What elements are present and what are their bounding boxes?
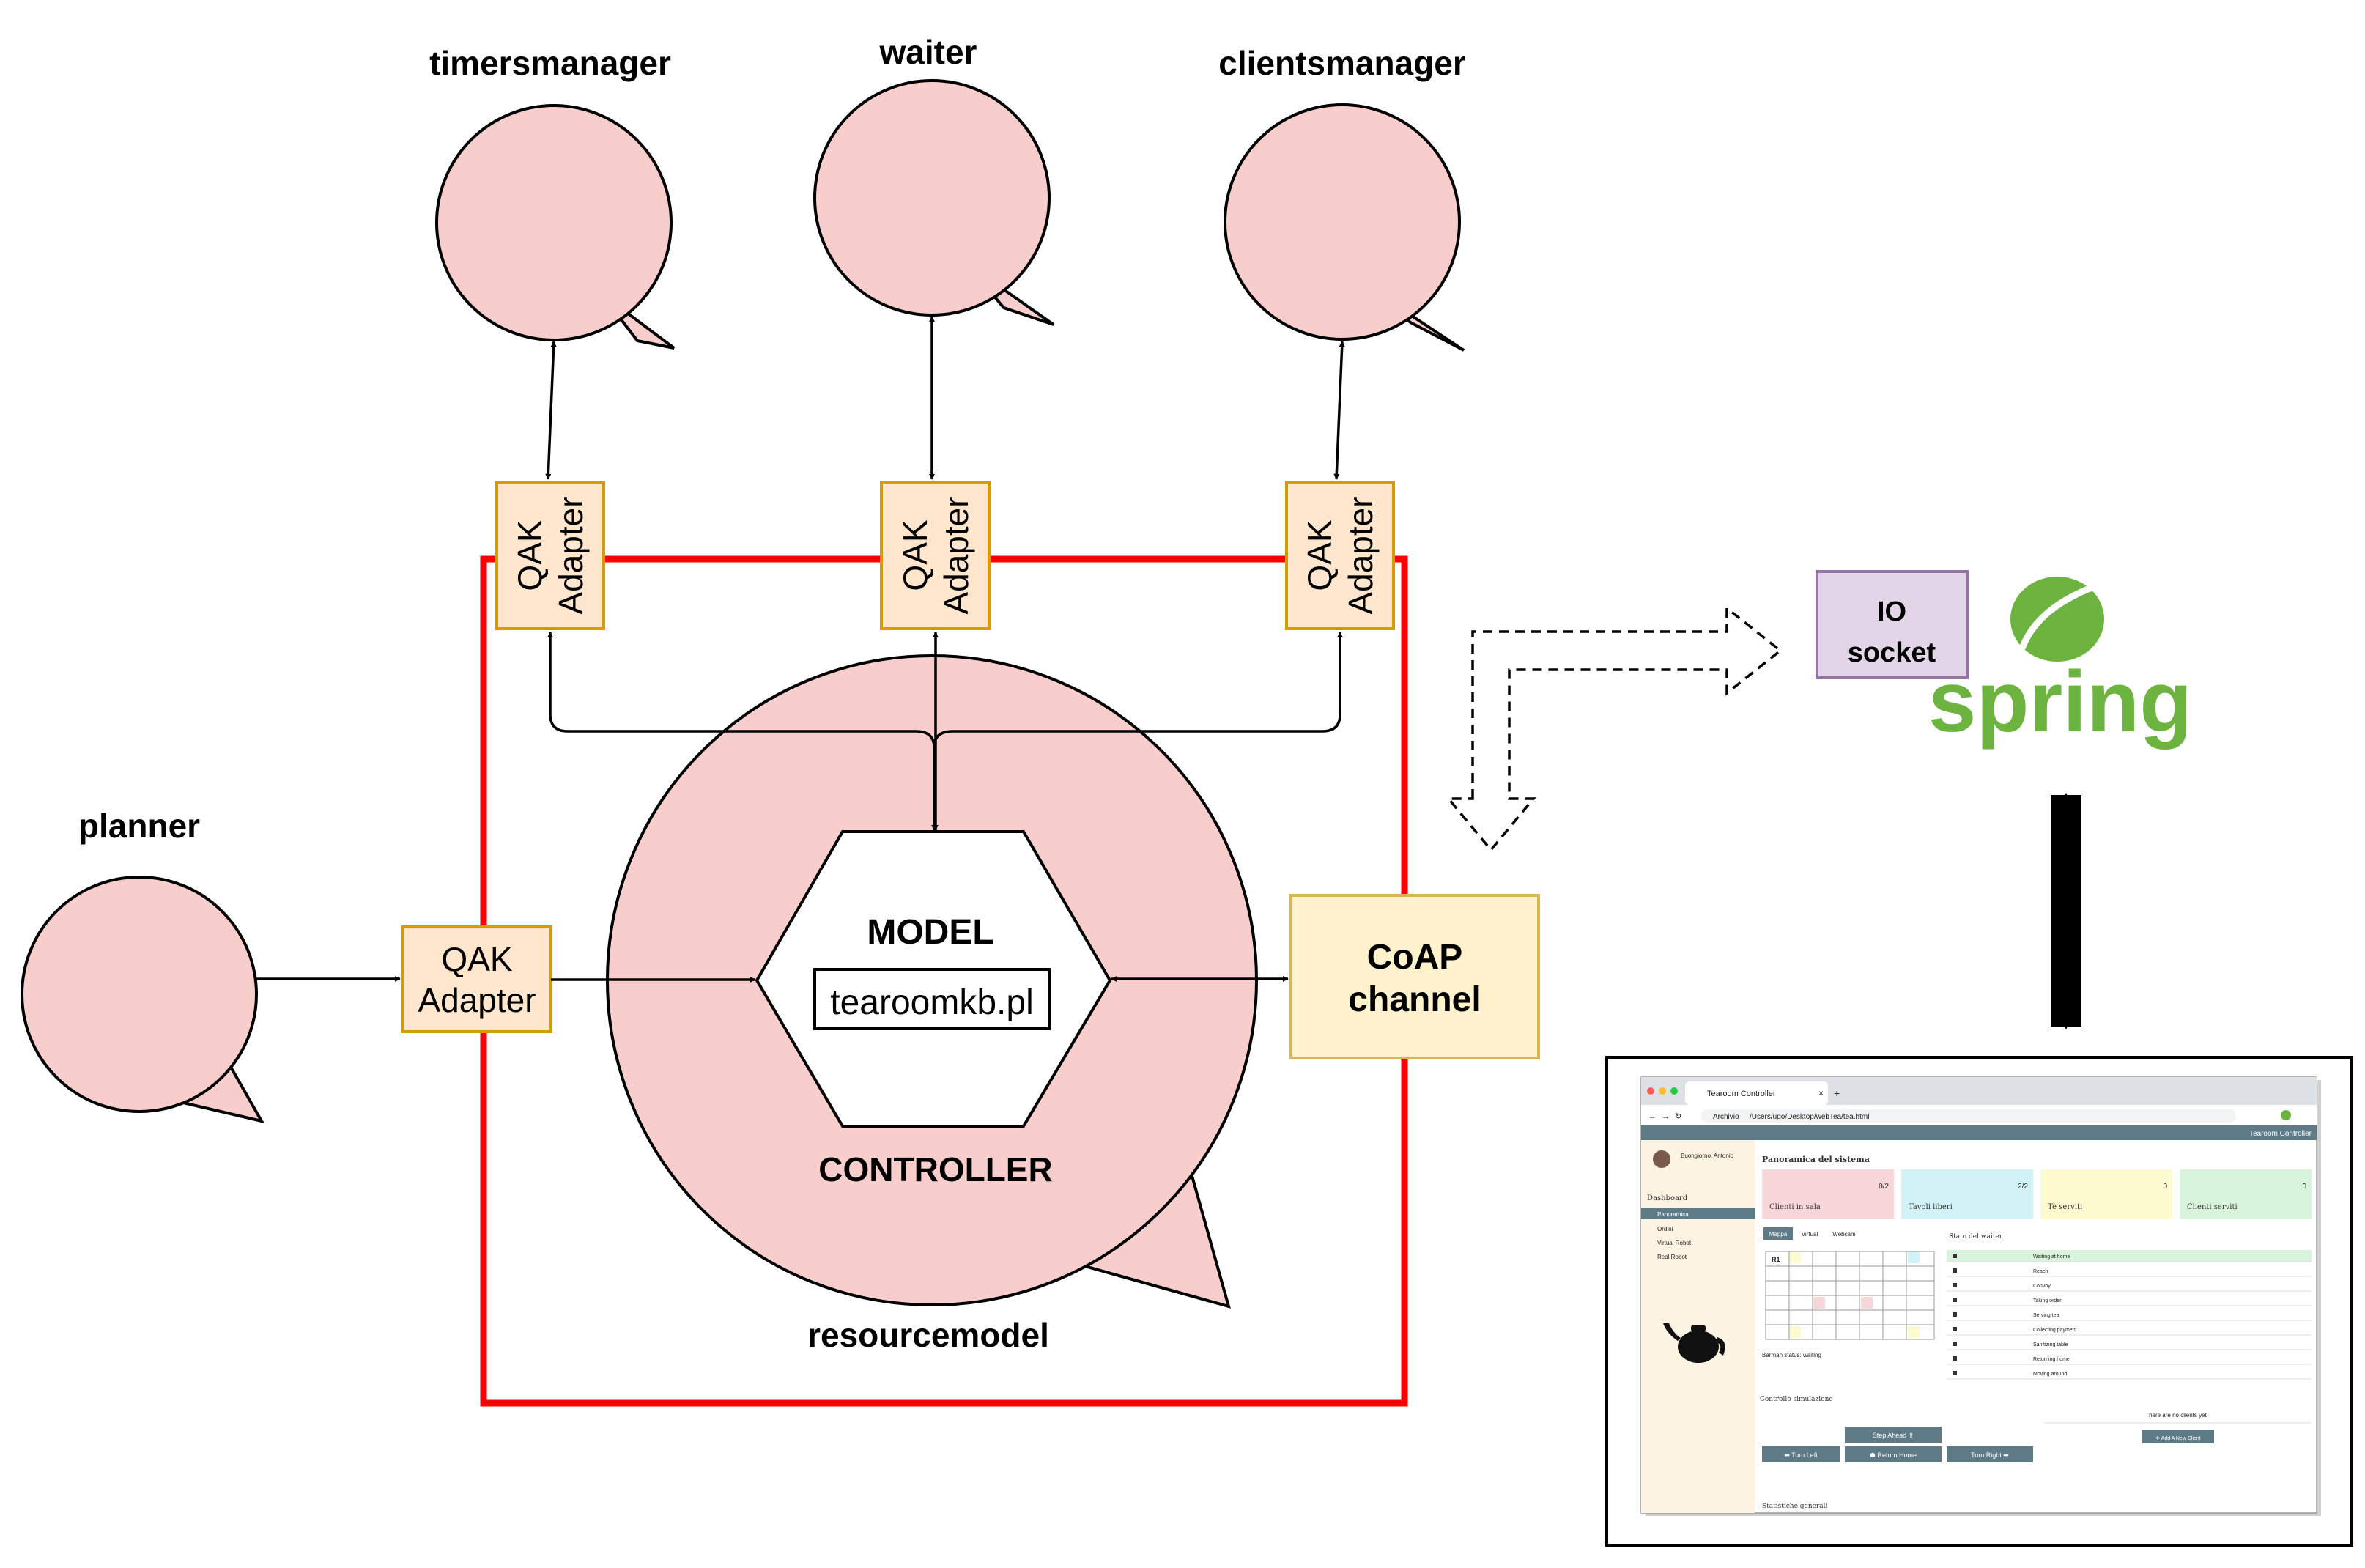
card-value-tables: 2/2 <box>2018 1183 2028 1191</box>
no-clients-text: There are no clients yet <box>2145 1412 2207 1419</box>
qak-adapter-label-2: Adapter <box>552 496 590 614</box>
model-title: MODEL <box>867 913 993 952</box>
browser-tab-title: Tearoom Controller <box>1707 1090 1776 1098</box>
waiter-state-item: Sanitizing table <box>2033 1342 2068 1347</box>
tab-mappa: Mappa <box>1769 1231 1788 1238</box>
return-home-button: ☗ Return Home <box>1870 1451 1917 1459</box>
teapot-icon <box>1663 1323 1725 1363</box>
tab-close-icon: × <box>1818 1088 1824 1098</box>
kb-file-box <box>813 968 1051 1030</box>
qak-adapter-label-1: QAK <box>441 940 512 978</box>
qak-adapter-label-1: QAK <box>896 519 934 591</box>
address-url: /Users/ugo/Desktop/webTea/tea.html <box>1750 1113 1869 1121</box>
kb-file-label: tearoomkb.pl <box>830 983 1033 1022</box>
waiter-state-list: Waiting at home Reach Convoy Taking orde… <box>1947 1254 2312 1380</box>
nav-forward-icon: → <box>1662 1112 1670 1121</box>
sidebar-item-virtual-robot: Virtual Robot <box>1657 1240 1692 1246</box>
spring-logo: spring <box>1928 577 2193 750</box>
qak-adapter-label-2: Adapter <box>1341 496 1380 614</box>
coap-label-1: CoAP <box>1367 938 1463 977</box>
user-avatar <box>1653 1150 1670 1168</box>
actor-clientsmanager: clientsmanager <box>1218 44 1466 352</box>
turn-left-button: ⬅ Turn Left <box>1784 1451 1818 1459</box>
card-label-clients: Clienti in sala <box>1769 1203 1821 1211</box>
card-value-clients: 0/2 <box>1879 1183 1889 1191</box>
sidebar-item-panoramica: Panoramica <box>1657 1211 1689 1218</box>
waiter-state-item: Moving around <box>2033 1372 2067 1377</box>
waiter-state-item: Waiting at home <box>2033 1254 2070 1260</box>
room-map-grid <box>1765 1251 1935 1340</box>
waiter-state-item: Returning home <box>2033 1357 2070 1362</box>
tab-virtual: Virtual <box>1802 1231 1818 1238</box>
actor-timersmanager: timersmanager <box>429 44 676 350</box>
waiter-state-item: Taking order <box>2033 1298 2062 1303</box>
new-tab-icon: + <box>1834 1087 1840 1099</box>
spring-wordmark: spring <box>1928 654 2193 750</box>
arrow-timersmanager-adapter <box>545 341 557 480</box>
barman-status: Barman status: waiting <box>1762 1352 1821 1358</box>
actor-label-clientsmanager: clientsmanager <box>1218 44 1466 82</box>
waiter-state-item: Convoy <box>2033 1284 2051 1289</box>
actor-label-waiter: waiter <box>879 33 977 71</box>
nav-back-icon: ← <box>1648 1112 1657 1121</box>
qak-adapter-label-2: Adapter <box>937 496 975 614</box>
actor-waiter: waiter <box>813 33 1055 326</box>
actor-label-timersmanager: timersmanager <box>429 44 671 82</box>
overview-title: Panoramica del sistema <box>1762 1155 1870 1164</box>
card-value-served: 0 <box>2302 1183 2306 1191</box>
map-robot-cell: R1 <box>1772 1256 1780 1263</box>
waiter-state-item: Collecting payment <box>2033 1328 2077 1333</box>
arrow-clientsmanager-adapter <box>1333 341 1345 480</box>
waiter-state-item: Serving tea <box>2033 1313 2059 1318</box>
qak-adapter-label-2: Adapter <box>418 981 536 1019</box>
profile-avatar <box>2281 1110 2291 1120</box>
model-hexagon: MODEL tearoomkb.pl <box>755 830 1112 1128</box>
waiter-state-item: Reach <box>2033 1269 2048 1274</box>
dashed-elbow-arrow <box>1446 605 1783 852</box>
io-socket-label-2: socket <box>1848 637 1936 668</box>
reload-icon: ↻ <box>1675 1112 1681 1121</box>
summary-cards: Clienti in sala 0/2 Tavoli liberi 2/2 Tè… <box>1762 1169 2312 1219</box>
qak-adapter-waiter: QAK Adapter <box>880 481 991 630</box>
card-label-teas: Tè serviti <box>2048 1203 2082 1211</box>
card-label-served: Clienti serviti <box>2187 1203 2238 1211</box>
waiter-panel-title: Stato del waiter <box>1949 1233 2003 1240</box>
qak-adapter-label-1: QAK <box>511 519 549 591</box>
actor-label-planner: planner <box>78 807 200 845</box>
sidebar-item-real-robot: Real Robot <box>1657 1254 1687 1260</box>
sidebar-item-ordini: Ordini <box>1657 1226 1673 1232</box>
actor-planner: planner <box>21 807 265 1123</box>
io-socket: IO socket <box>1816 570 1969 679</box>
address-label: Archivio <box>1713 1113 1739 1121</box>
tab-webcam: Webcam <box>1832 1231 1856 1238</box>
coap-channel: CoAP channel <box>1289 894 1540 1059</box>
qak-adapter-planner: QAK Adapter <box>401 925 552 1033</box>
card-value-teas: 0 <box>2163 1183 2167 1191</box>
spring-leaf-icon <box>2010 577 2104 662</box>
sim-title: Controllo simulazione <box>1760 1396 1833 1403</box>
qak-adapter-timersmanager: QAK Adapter <box>495 481 605 630</box>
user-name: Buongiorno, Antonio <box>1681 1153 1734 1159</box>
stats-title: Statistiche generali <box>1762 1503 1828 1510</box>
app-brand: Tearoom Controller <box>2249 1130 2312 1138</box>
io-socket-label-1: IO <box>1877 596 1906 627</box>
add-client-button: ✚ Add A New Client <box>2155 1435 2201 1441</box>
qak-adapter-clientsmanager: QAK Adapter <box>1285 481 1395 630</box>
qak-adapter-label-1: QAK <box>1300 519 1339 591</box>
actor-label-resourcemodel: resourcemodel <box>807 1316 1049 1354</box>
embedded-screenshot: Tearoom Controller × + ← → ↻ Archivio /U… <box>1605 1056 2353 1547</box>
sidebar-heading: Dashboard <box>1647 1194 1688 1202</box>
step-ahead-button: Step Ahead ⬆ <box>1873 1432 1914 1439</box>
turn-right-button: Turn Right ➡ <box>1971 1451 2009 1459</box>
coap-label-2: channel <box>1348 980 1481 1019</box>
controller-label: CONTROLLER <box>818 1150 1052 1188</box>
card-label-tables: Tavoli liberi <box>1909 1203 1953 1211</box>
